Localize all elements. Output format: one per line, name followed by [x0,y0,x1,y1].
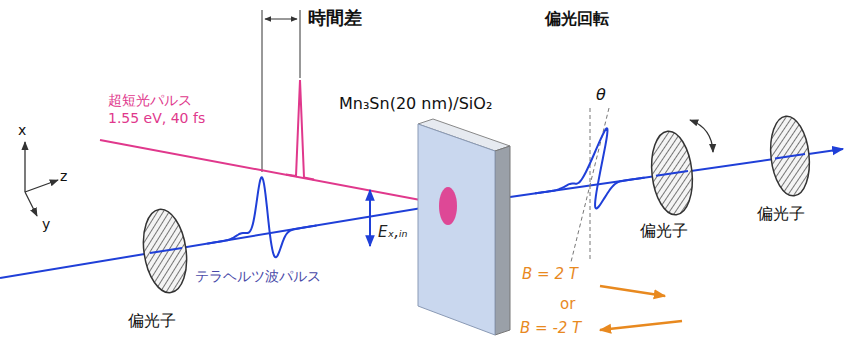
pump-beam [100,140,447,205]
axis-label: y [42,216,50,232]
polarizer-label: 偏光子 [128,312,176,330]
sample-shape [335,94,525,342]
thz-beam [775,154,805,158]
thz-label: テラヘルツ波パルス [195,268,321,284]
pump-pulse [286,80,314,179]
field-b-arrow [600,286,665,296]
polarizer [767,114,813,198]
rotated-waveform [535,128,645,208]
sample-label: Mn₃Sn(20 nm)/SiO₂ [335,94,525,113]
pulse-label: 超短光パルス [108,92,192,108]
or-label: or [560,296,575,313]
pulse-spec: 1.55 eV, 40 fs [108,110,205,126]
polarizer-label: 偏光子 [640,222,688,240]
time-difference-label: 時間差 [308,8,362,29]
rotation-arrow [690,120,713,152]
angle-symbol: θ [596,86,606,104]
field-value: B = -2 T [520,320,581,337]
axis-label: x [18,122,26,138]
polarizer [138,206,191,295]
field-label: Eₓ,ᵢₙ [378,224,408,241]
rotation-label: 偏光回転 [545,10,609,28]
polarizer-label: 偏光子 [757,205,805,223]
time-difference-marker [262,10,300,172]
polarizer [648,129,697,217]
rotation-guide [571,108,609,262]
field-b-arrow [600,321,682,330]
thz-beam [150,248,182,253]
thz-beam [656,171,688,176]
field-arrow [369,190,371,246]
thz-waveform [207,177,317,257]
axis-label: z [60,168,67,184]
field-value: B = 2 T [522,266,578,283]
sample-plate: Mn₃Sn(20 nm)/SiO₂ [335,94,525,342]
axes [25,142,58,216]
